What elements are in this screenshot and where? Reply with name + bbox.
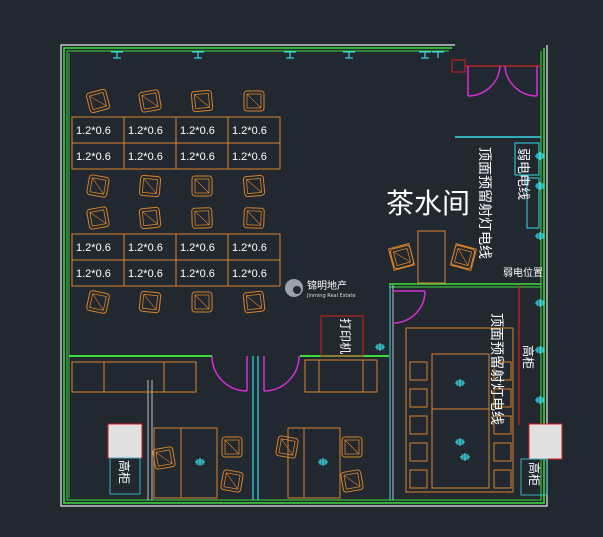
watermark-subtitle: Jinming Real Estate: [306, 293, 355, 299]
office-chair: [85, 88, 111, 114]
desk-block-bottom: 1.2*0.6 1.2*0.6 1.2*0.6 1.2*0.6 1.2*0.6 1.2*0…: [71, 233, 281, 287]
lower-offices: [153, 315, 364, 499]
desk: [227, 142, 281, 170]
tall-cabinet-right: [520, 423, 563, 496]
desk-block-top: 1.2*0.6 1.2*0.6 1.2*0.6 1.2*0.6 1.2*0.6 1.2*0…: [71, 116, 281, 170]
desk-size-label: 1.2*0.6: [232, 268, 267, 280]
office-chair: [190, 89, 214, 113]
desk-size-label: 1.2*0.6: [232, 151, 267, 163]
office-chair: [275, 435, 299, 459]
desk-size-label: 1.2*0.6: [180, 242, 215, 254]
printer-label: 打印机: [338, 318, 352, 354]
meeting-table: [405, 327, 514, 493]
office-chair: [138, 290, 162, 314]
tea-room-walls: [389, 136, 541, 500]
weak-current-position-label: 弱电位置: [503, 266, 543, 279]
desk-size-label: 1.2*0.6: [76, 125, 111, 137]
tea-room-furniture: [387, 230, 478, 284]
tall-cabinet-label-mid: 高柜: [521, 345, 536, 369]
sofas: [71, 359, 378, 393]
ceiling-spotlight-label-right: 顶面预留射灯电线: [488, 313, 504, 425]
office-chair: [242, 290, 266, 314]
tea-room-door: [392, 290, 426, 324]
watermark-name: 锦明地产: [307, 279, 347, 292]
office-chair: [191, 291, 213, 313]
outer-walls: [60, 44, 548, 507]
office-chair: [243, 207, 265, 229]
desk-size-label: 1.2*0.6: [180, 268, 215, 280]
desk-size-label: 1.2*0.6: [232, 125, 267, 137]
desk-size-label: 1.2*0.6: [128, 242, 163, 254]
office-chair: [138, 206, 162, 230]
office-chair: [243, 90, 265, 112]
desk-size-label: 1.2*0.6: [180, 125, 215, 137]
ceiling-light-row: [111, 51, 444, 59]
tall-cabinet-label-left: 高柜: [117, 460, 132, 484]
office-chair: [86, 174, 110, 198]
company-watermark: 锦明地产 Jinming Real Estate: [285, 279, 355, 299]
office-chair: [340, 469, 364, 493]
office-chair: [138, 174, 162, 198]
office-chair: [221, 436, 243, 458]
desk-size-label: 1.2*0.6: [76, 242, 111, 254]
office-chair: [242, 174, 266, 198]
office-chair: [220, 469, 244, 493]
desk-size-label: 1.2*0.6: [128, 125, 163, 137]
office-chairs: [85, 88, 476, 314]
lower-doors: [211, 355, 300, 392]
tall-cabinet-left: [107, 423, 143, 495]
desk: [227, 259, 281, 287]
office-chair: [341, 436, 363, 458]
office-chair: [191, 207, 213, 229]
desk-size-label: 1.2*0.6: [76, 268, 111, 280]
tea-room-label: 茶水间: [386, 187, 470, 220]
office-chair: [152, 446, 176, 470]
office-chair: [191, 175, 213, 197]
weak-current-line-label: 弱电电线: [515, 148, 530, 200]
desk-size-label: 1.2*0.6: [180, 151, 215, 163]
sockets: [195, 152, 545, 466]
desk-size-label: 1.2*0.6: [76, 151, 111, 163]
ceiling-spotlight-label-left: 顶面预留射灯电线: [476, 147, 492, 259]
desk-size-label: 1.2*0.6: [128, 151, 163, 163]
office-chair: [86, 206, 110, 230]
desk-size-label: 1.2*0.6: [232, 242, 267, 254]
entrance-double-door: [467, 65, 538, 97]
office-chair: [138, 89, 162, 113]
desk-size-label: 1.2*0.6: [128, 268, 163, 280]
office-chair: [86, 290, 110, 314]
tall-cabinet-label-right: 高柜: [527, 462, 542, 486]
